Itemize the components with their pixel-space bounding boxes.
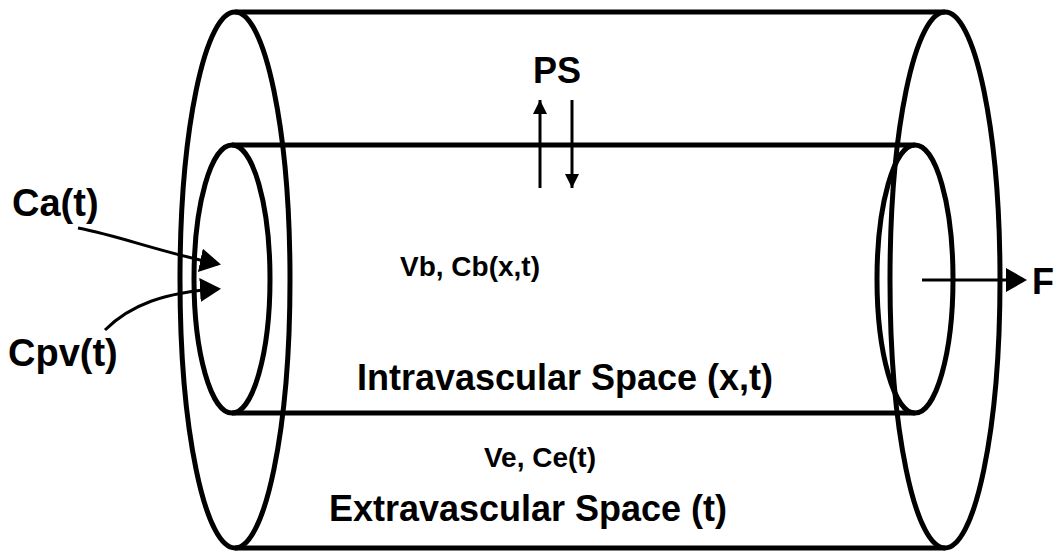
inflow-arrow [105,289,218,330]
inner-bottom-line [232,411,915,416]
signal-name: F [1032,261,1054,302]
volume-label: Vb, Cb(x,t) [400,251,540,283]
extravascular-space: Ve, Ce(t) Extravascular Space (t) Vb, Cb(x… [180,12,1000,548]
exchange-arrow [533,100,547,188]
volume-label: Ve, Ce(t) [484,442,596,474]
intravascular-space: Vb, Cb(x,t) Intravascular Space (x,t) [194,145,953,413]
outer-left-ellipse [180,12,290,548]
inner-left-ellipse [194,145,270,413]
outer-top-line [235,10,945,15]
inflow-arrow [78,228,218,264]
inner-top-line [232,143,915,148]
signal-name: Ca(t) [12,182,99,226]
exchange-arrow [565,100,579,188]
space-title: Extravascular Space (t) [329,488,727,529]
space-title: Intravascular Space (x,t) [357,357,773,398]
exchange-label: PS [533,50,581,91]
outflow-arrow [922,279,1024,282]
outer-bottom-line [235,546,945,551]
signal-name: Cpv(t) [8,332,118,376]
